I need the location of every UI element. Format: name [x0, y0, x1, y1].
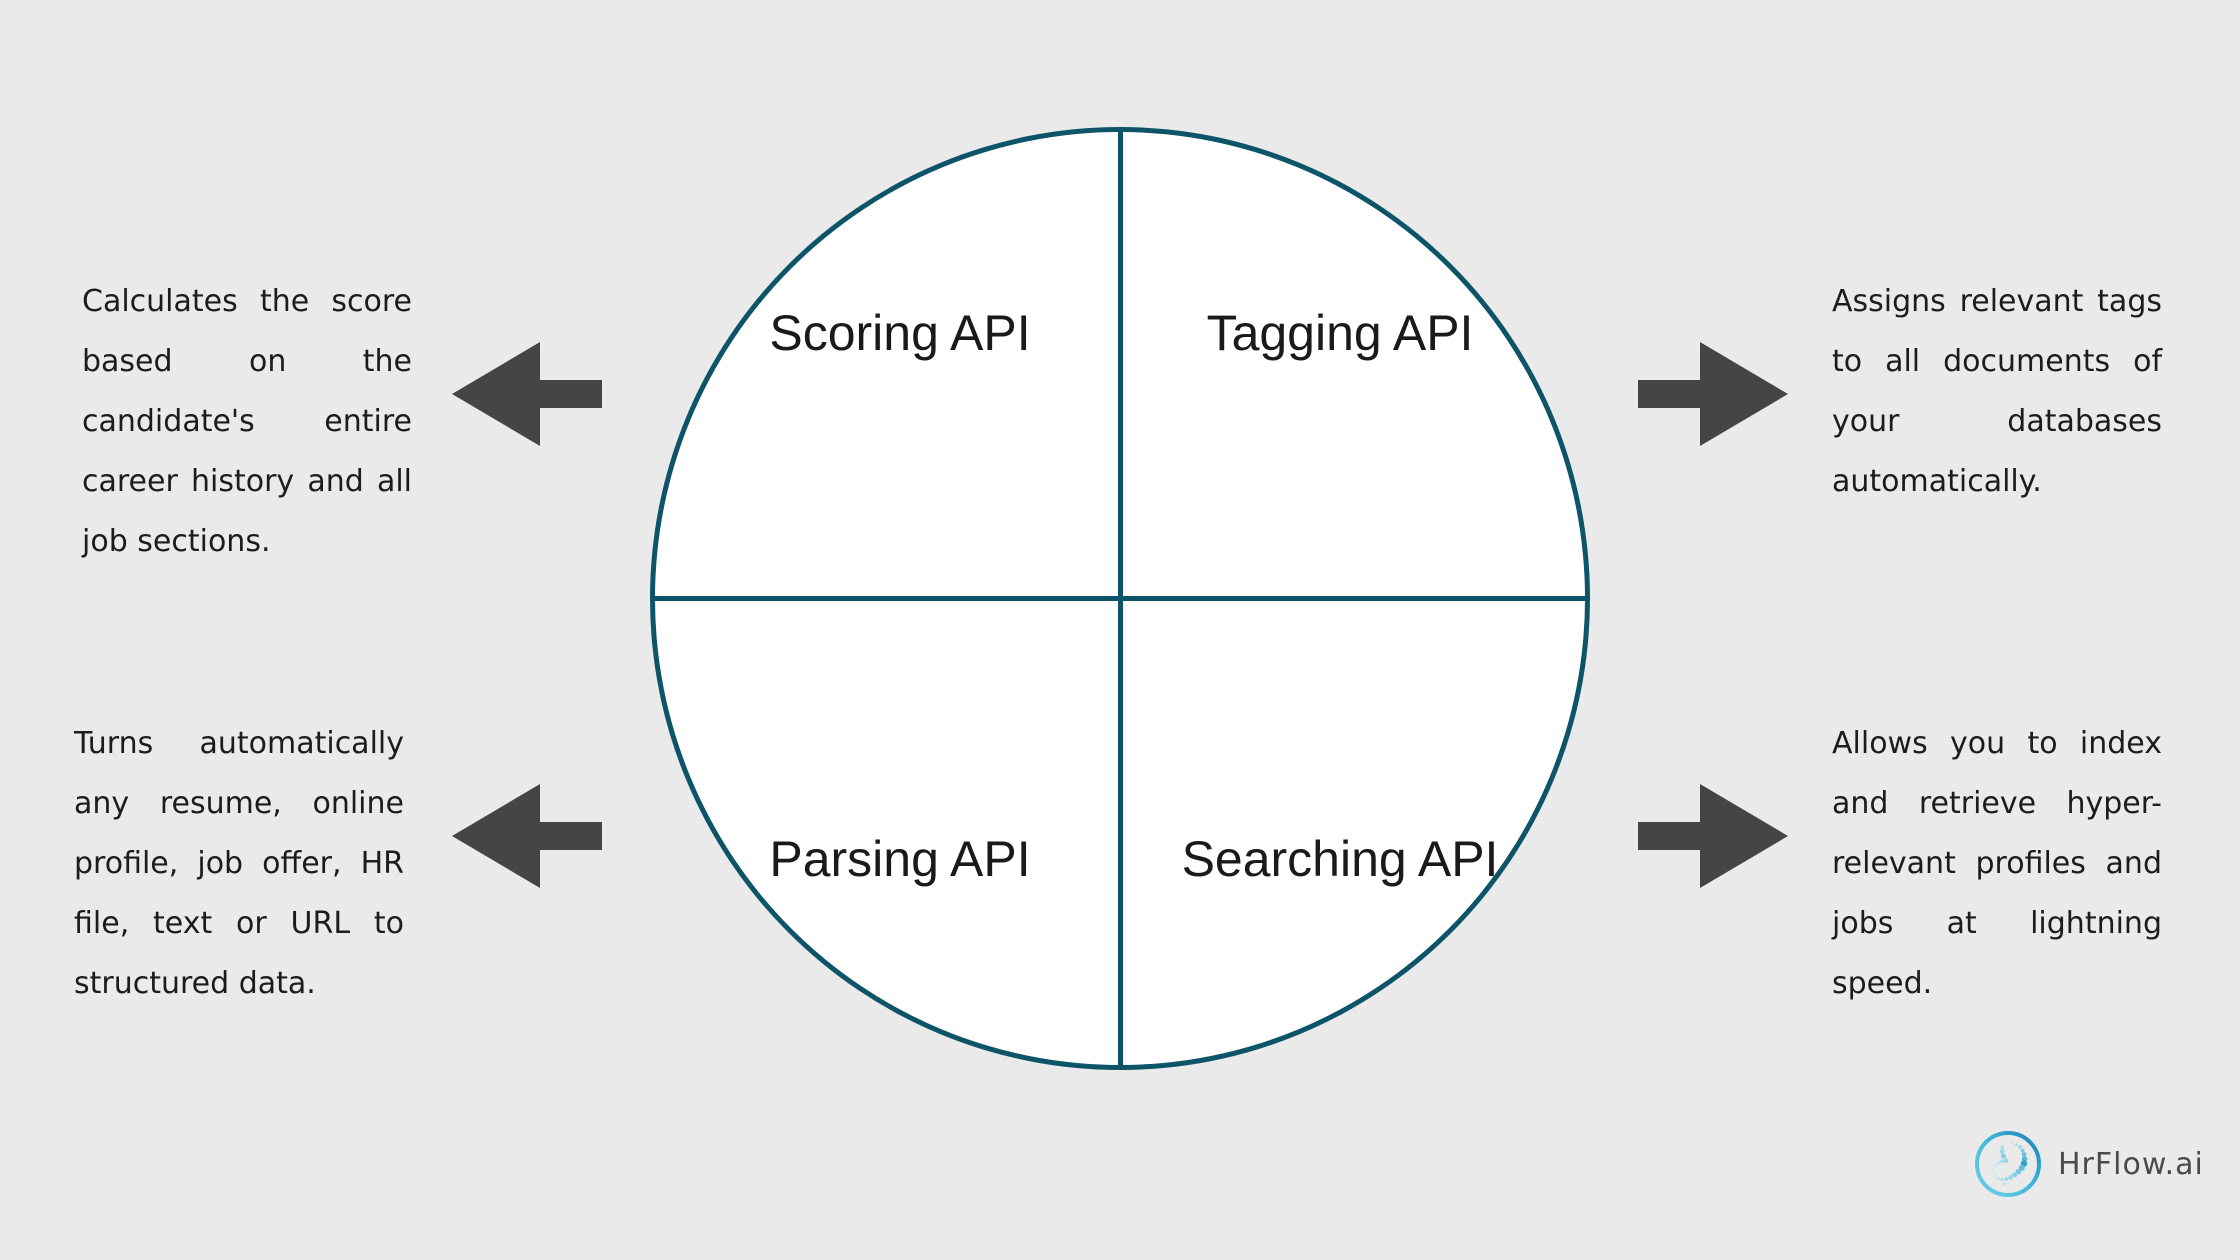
callout-tagging-api: Assigns relevant tags to all documents o… [1832, 284, 2162, 499]
arrow-right-icon-tagging [1638, 338, 1788, 450]
hrflow-spiral-icon [1975, 1131, 2041, 1197]
quadrant-scoring-api[interactable]: Scoring API [769, 304, 1031, 361]
api-quadrant-circle: Scoring API Tagging API Parsing API Sear… [650, 127, 1590, 1070]
arrow-left-icon-parsing [452, 780, 602, 892]
quadrant-tagging-api[interactable]: Tagging API [1206, 304, 1474, 361]
callout-searching-api: Allows you to index and retrieve hyper-r… [1832, 726, 2162, 1001]
quadrant-label-grid: Scoring API Tagging API Parsing API Sear… [650, 127, 1590, 1070]
quadrant-searching-api[interactable]: Searching API [1181, 831, 1499, 888]
logo-wordmark: HrFlow.ai [2058, 1146, 2204, 1182]
arrow-right-icon-searching [1638, 780, 1788, 892]
hrflow-logo[interactable]: HrFlow.ai [1972, 1128, 2204, 1200]
callout-parsing-api: Turns automatically any resume, online p… [74, 726, 404, 1001]
callout-scoring-api: Calculates the score based on the candid… [82, 284, 412, 559]
divider-horizontal [650, 596, 1590, 601]
arrow-left-icon-scoring [452, 338, 602, 450]
quadrant-parsing-api[interactable]: Parsing API [769, 831, 1031, 888]
